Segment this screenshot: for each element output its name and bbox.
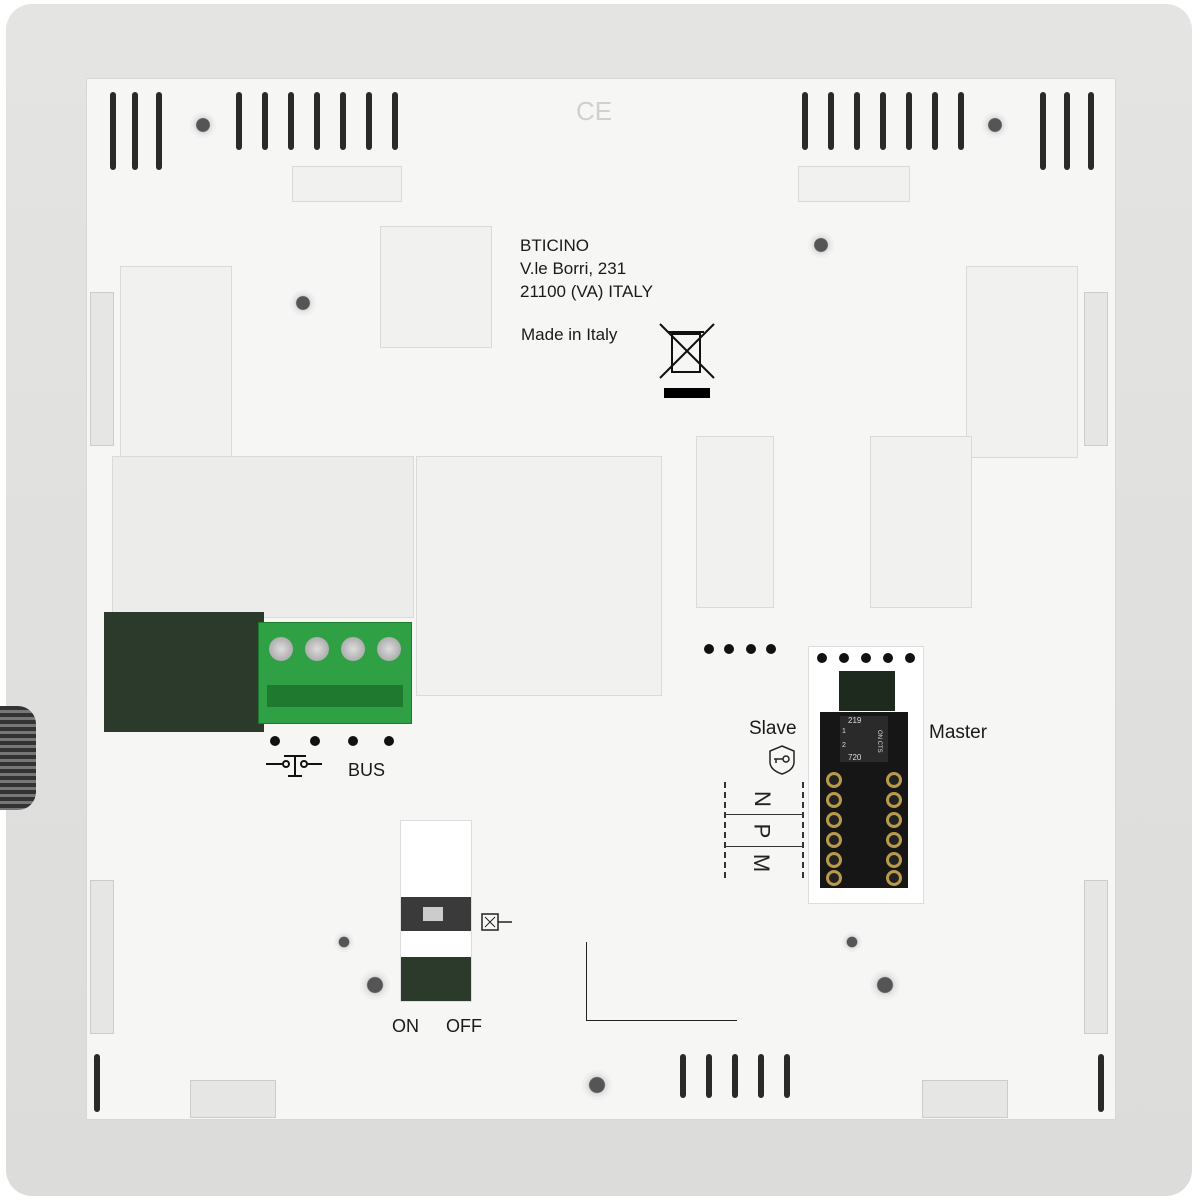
screw-hole [582, 1070, 612, 1100]
vent [94, 1054, 100, 1112]
origin-label: Made in Italy [521, 325, 618, 344]
bottom-clip [922, 1080, 1008, 1118]
screw-hole [842, 932, 862, 952]
vent [156, 92, 162, 170]
vent [854, 92, 860, 150]
city-label: 21100 (VA) ITALY [520, 282, 653, 301]
screw-hole [808, 232, 834, 258]
recess [966, 266, 1078, 458]
connector-dot [704, 644, 714, 654]
screw-hole [360, 970, 390, 1000]
connector-dot [766, 644, 776, 654]
terminal-screw[interactable] [341, 637, 365, 661]
vent [1088, 92, 1094, 170]
p-label: P [749, 823, 775, 839]
off-label: OFF [446, 1016, 482, 1036]
master-label: Master [929, 722, 988, 743]
dip-code-top: 219 [848, 716, 862, 725]
address-label: V.le Borri, 231 [520, 259, 627, 278]
ce-mark: CE [576, 96, 613, 126]
dip-side-text: ON CTS [876, 730, 882, 753]
side-clip [90, 292, 114, 446]
recess [416, 456, 662, 696]
vent [732, 1054, 738, 1098]
terminal-marker [348, 736, 358, 746]
terminal-block [258, 622, 412, 724]
dip-switch[interactable]: 219 1 2 ON CTS 720 [840, 716, 888, 762]
connector-dot [746, 644, 756, 654]
side-clip [1084, 880, 1108, 1034]
configurator-legend: N P M [724, 782, 804, 878]
dip-code-bottom: 720 [848, 753, 862, 762]
termination-resistor-icon [480, 912, 514, 934]
n-label: N [749, 791, 775, 807]
on-label: ON [392, 1016, 419, 1036]
dip-number: 2 [842, 742, 846, 749]
crossed-bin-icon [658, 322, 718, 402]
screw-hole [870, 970, 900, 1000]
m-label: M [749, 853, 775, 873]
recess [120, 266, 232, 468]
screw-hole [190, 112, 216, 138]
bus-label: BUS [348, 760, 386, 780]
configurator-socket[interactable]: 219 1 2 ON CTS 720 [820, 712, 908, 888]
vent [132, 92, 138, 170]
recess [696, 436, 774, 608]
vent [1064, 92, 1070, 170]
vent [236, 92, 242, 150]
vent [1098, 1054, 1104, 1112]
vent [784, 1054, 790, 1098]
recess [870, 436, 972, 608]
vent [680, 1054, 686, 1098]
screw-hole [290, 290, 316, 316]
termination-switch[interactable] [401, 897, 471, 931]
vent [262, 92, 268, 150]
terminal-marker [270, 736, 280, 746]
screw-hole [334, 932, 354, 952]
dip-number: 1 [842, 728, 846, 735]
side-clip [1084, 292, 1108, 446]
wire-channel [112, 456, 414, 618]
clip-slot [292, 166, 402, 202]
slave-label: Slave [749, 718, 797, 739]
alignment-mark [586, 942, 737, 1021]
vent [802, 92, 808, 150]
terminal-screw[interactable] [305, 637, 329, 661]
vent [758, 1054, 764, 1098]
doorbell-switch-icon [264, 754, 324, 780]
circuit-board [104, 612, 264, 732]
wire-inlets [267, 685, 403, 707]
contact-pads [839, 671, 895, 711]
vent [706, 1054, 712, 1098]
vent [392, 92, 398, 150]
vent [958, 92, 964, 150]
switch-pcb [401, 957, 471, 1001]
terminal-screw[interactable] [377, 637, 401, 661]
terminal-marker [384, 736, 394, 746]
side-clip [90, 880, 114, 1034]
bottom-clip [190, 1080, 276, 1118]
vent [828, 92, 834, 150]
vent [880, 92, 886, 150]
recess [380, 226, 492, 348]
shield-key-icon [768, 744, 796, 776]
vent [340, 92, 346, 150]
vent [1040, 92, 1046, 170]
vent [110, 92, 116, 170]
connector-dot [724, 644, 734, 654]
terminal-screw[interactable] [269, 637, 293, 661]
vent [314, 92, 320, 150]
vent [288, 92, 294, 150]
volume-wheel[interactable] [0, 706, 36, 810]
screw-hole [982, 112, 1008, 138]
manufacturer-label: BTICINO [520, 236, 589, 255]
vent [932, 92, 938, 150]
vent [366, 92, 372, 150]
vent [906, 92, 912, 150]
terminal-marker [310, 736, 320, 746]
clip-slot [798, 166, 910, 202]
switch-recess [400, 820, 472, 1002]
